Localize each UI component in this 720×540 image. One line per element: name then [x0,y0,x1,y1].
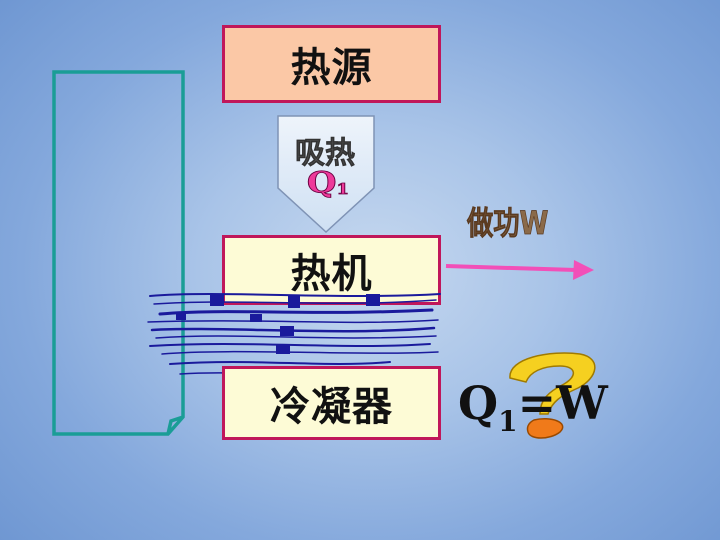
teal-loop-outline [52,70,185,436]
work-arrow-head [573,260,594,280]
heat-engine-box: 热机 [222,235,441,305]
q1-arrow-sub: 1 [336,180,350,199]
absorb-arrow-svg [277,115,375,234]
q1-arrow-label: Q1 [298,166,358,201]
absorb-heat-label: 吸热 [295,136,356,172]
question-mark-tail [526,418,564,439]
question-mark-svg [509,352,596,439]
work-label: 做功W [467,204,549,243]
work-arrow-line [445,264,577,272]
condenser-label: 冷凝器 [270,384,393,430]
q1-arrow-letter: Q [306,166,337,201]
scribble-marks [176,294,380,354]
heat-engine-label: 热机 [290,251,373,297]
work-arrow-svg [445,260,594,280]
question-mark-icon [509,352,596,415]
absorb-arrow [277,115,375,234]
equation-q: Q [458,376,499,430]
equation: Q1=W [458,376,608,438]
equation-rest: =W [517,376,608,430]
heat-source-box: 热源 [222,25,441,103]
equation-sub: 1 [498,405,518,438]
condenser-box: 冷凝器 [222,366,441,440]
heat-source-label: 热源 [290,45,373,91]
